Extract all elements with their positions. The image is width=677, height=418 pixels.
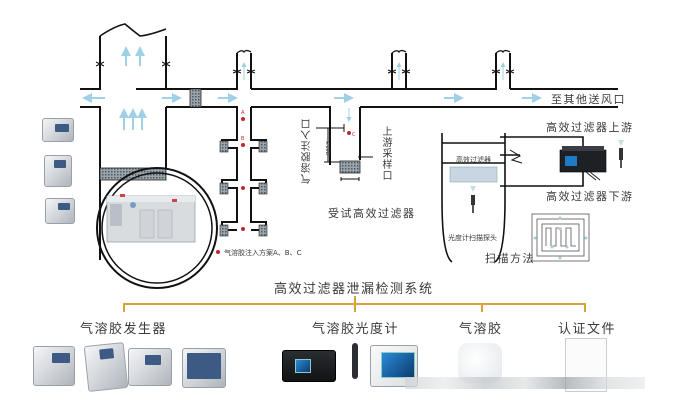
duct-dampers <box>219 140 268 237</box>
aerosol-generator-product <box>182 348 226 388</box>
label-hepa-downstream: 高效过滤器下游 <box>546 190 634 203</box>
air-handling-unit <box>106 194 196 243</box>
aerosol-generator-image <box>44 155 72 187</box>
label-point-a: A <box>241 110 245 116</box>
label-hepa-filter-box: 高效过滤器 <box>456 156 491 164</box>
injection-point-c <box>347 131 351 135</box>
upstream-probe <box>618 140 624 168</box>
scan-method-pattern <box>531 213 590 262</box>
injection-point-b3 <box>241 227 245 231</box>
watermark-overlay <box>405 377 645 389</box>
aerosol-generator-image <box>42 118 74 142</box>
hepa-filter-element <box>449 166 498 183</box>
label-upstream-sampling-port: 上游采样口 <box>380 126 391 181</box>
scan-setup <box>441 133 584 263</box>
label-scan-method: 扫描方法 <box>485 252 535 265</box>
airflow-arrows <box>82 46 542 130</box>
filter-under-test <box>339 160 361 174</box>
branch-certification: 认证文件 <box>558 322 617 337</box>
label-dimension: ≥10D <box>324 141 330 156</box>
photometer-product <box>282 350 336 382</box>
photometer-device <box>559 146 607 181</box>
branch-aerosol-photometer: 气溶胶光度计 <box>312 322 400 337</box>
branch-aerosol-generator: 气溶胶发生器 <box>80 322 168 337</box>
ahu-circle-outer <box>96 167 218 289</box>
system-title: 高效过滤器泄漏检测系统 <box>274 282 434 297</box>
label-aerosol-injection-port: 气溶胶注入口 <box>302 118 313 184</box>
injection-point-b2 <box>241 186 245 190</box>
label-filter-under-test: 受试高效过滤器 <box>328 207 416 220</box>
label-to-other-outlets: 至其他送风口 <box>551 93 626 106</box>
injection-point-a <box>241 117 245 121</box>
aerosol-generator-product <box>83 342 129 392</box>
break-marks <box>95 61 515 74</box>
injection-point-b1 <box>241 143 245 147</box>
label-point-c: C <box>352 132 356 138</box>
branch-aerosol: 气溶胶 <box>459 322 503 337</box>
injection-duct <box>221 122 267 231</box>
injection-points <box>216 117 351 254</box>
label-photometer-probe: 光度计扫描探头 <box>448 234 497 242</box>
label-injection-scheme: 气溶胶注入方案A、B、C <box>224 249 302 257</box>
ahu-circle-inner <box>101 172 213 284</box>
photometer-probe-product <box>352 343 358 379</box>
dimension-lines <box>316 124 373 181</box>
system-tree <box>123 296 586 312</box>
label-hepa-upstream: 高效过滤器上游 <box>546 121 634 134</box>
aerosol-generator-product <box>128 348 172 386</box>
inline-filter <box>189 88 202 108</box>
legend-dot <box>216 250 220 254</box>
photometer-probe-small <box>470 186 476 213</box>
aerosol-generator-image <box>45 198 75 224</box>
aerosol-generator-product <box>33 346 75 386</box>
aerosol-oil-container <box>458 343 502 383</box>
label-point-b: B <box>241 136 245 142</box>
scan-points <box>533 216 588 260</box>
